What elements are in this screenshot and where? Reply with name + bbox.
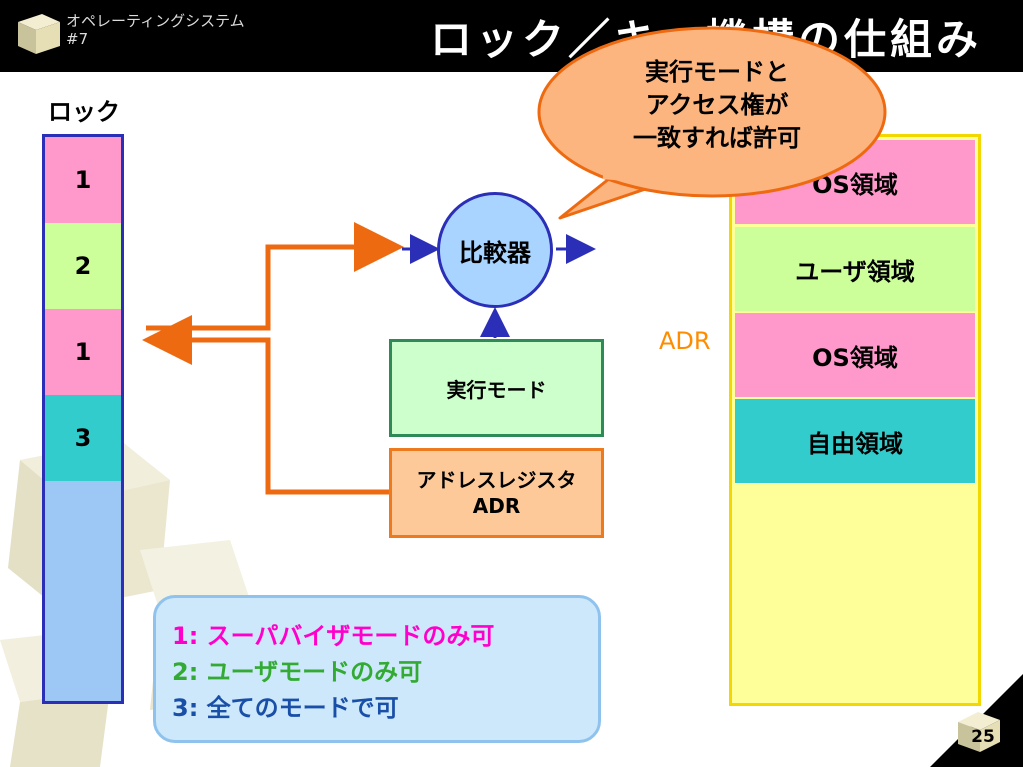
memory-region-free: 自由領域: [735, 399, 975, 483]
lock-cell: 1: [45, 309, 121, 395]
course-title: オペレーティングシステム: [66, 12, 245, 30]
callout-line: アクセス権が: [645, 91, 789, 119]
lock-legend: 1: スーパバイザモードのみ可 2: ユーザモードのみ可 3: 全てのモードで可: [153, 595, 601, 743]
memory-region-user: ユーザ領域: [735, 227, 975, 311]
address-register-label: アドレスレジスタ: [416, 468, 577, 492]
comparator-node: 比較器: [437, 192, 553, 308]
lock-column: 1 2 1 3: [42, 134, 124, 704]
execution-mode-box: 実行モード: [389, 339, 604, 437]
cube-logo-icon: [18, 14, 60, 54]
adr-to-lock-arrow: [142, 315, 389, 495]
address-register-abbr: ADR: [472, 494, 521, 518]
adr-pointer-label: ADR: [659, 327, 711, 355]
lock-to-comparator-arrow: [146, 222, 404, 331]
page-number: 25: [971, 727, 995, 747]
callout-line: 実行モードと: [645, 58, 789, 86]
memory-region-os: OS領域: [735, 313, 975, 397]
legend-supervisor: 1: スーパバイザモードのみ可: [172, 622, 495, 650]
address-register-box: アドレスレジスタ ADR: [389, 448, 604, 538]
callout-text: 実行モードと アクセス権が 一致すれば許可: [572, 56, 862, 155]
legend-all: 3: 全てのモードで可: [172, 694, 399, 722]
legend-user: 2: ユーザモードのみ可: [172, 658, 423, 686]
course-name: オペレーティングシステム #7: [66, 12, 245, 48]
lock-label: ロック: [48, 98, 120, 126]
lock-cell: 3: [45, 395, 121, 481]
lock-cell: 1: [45, 137, 121, 223]
lock-cell: 2: [45, 223, 121, 309]
lecture-number: #7: [66, 30, 89, 48]
callout-line: 一致すれば許可: [633, 124, 801, 152]
memory-column: OS領域 ユーザ領域 OS領域 自由領域: [729, 134, 981, 706]
